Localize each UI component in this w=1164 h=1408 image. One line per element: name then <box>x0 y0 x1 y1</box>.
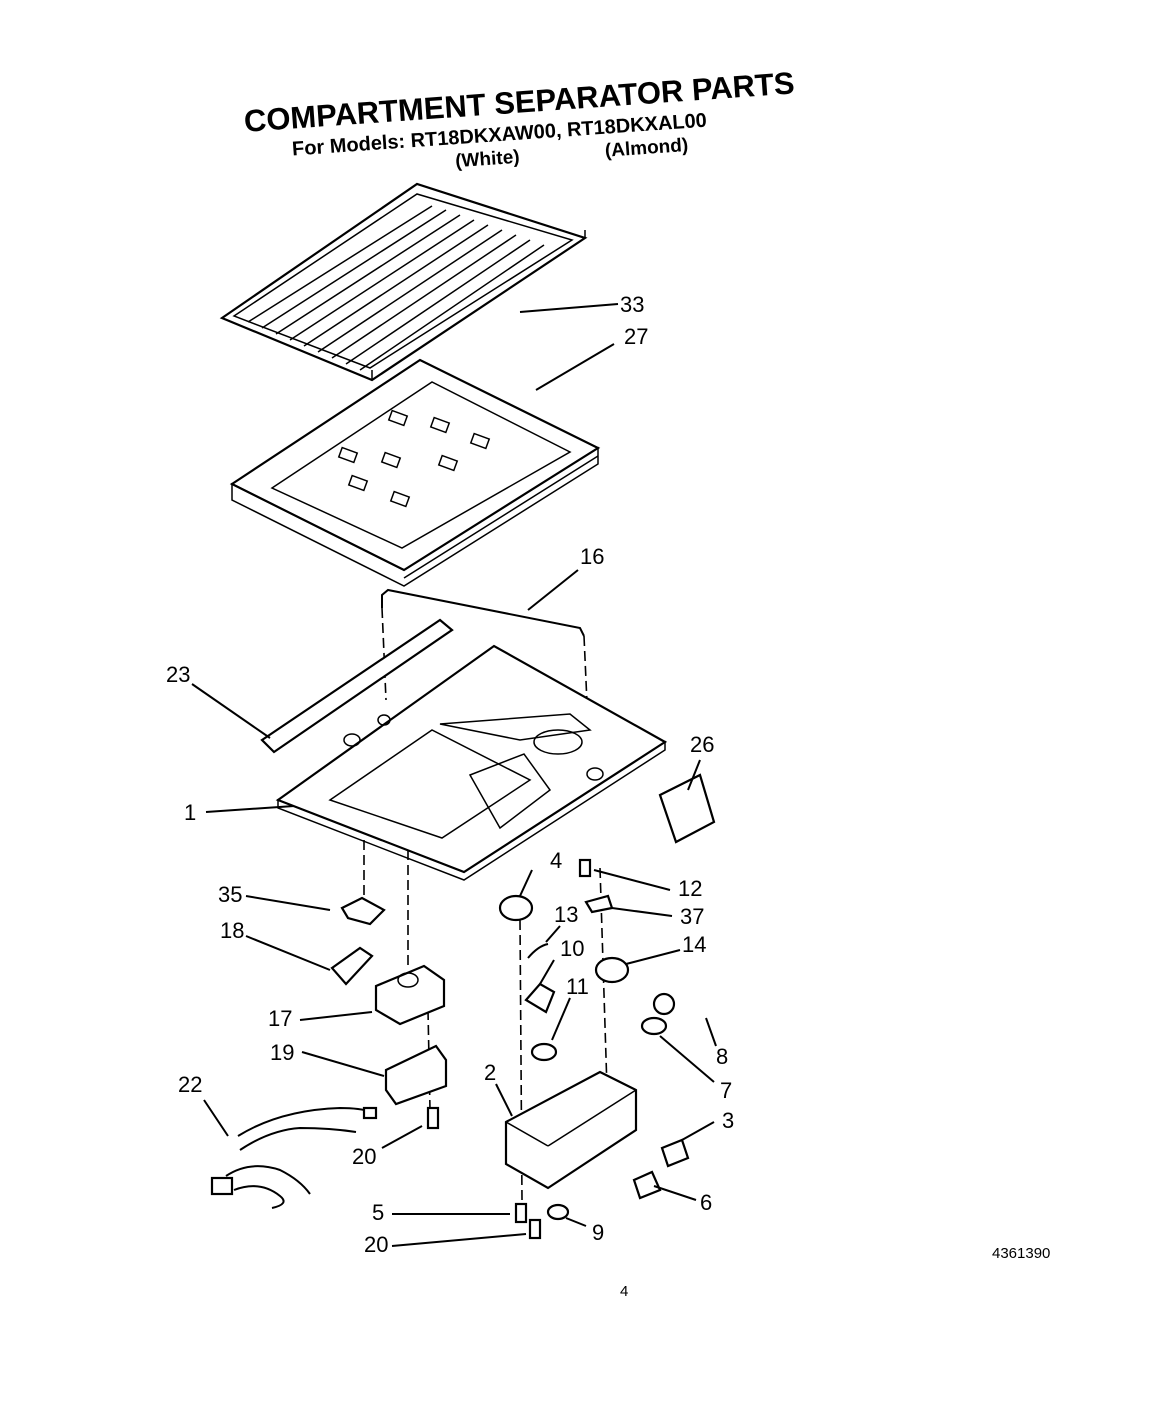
part-20-screw <box>426 1106 440 1130</box>
part-12 <box>578 858 592 878</box>
callout-20b: 20 <box>364 1232 388 1257</box>
callout-3: 3 <box>722 1108 734 1133</box>
callout-8: 8 <box>716 1044 728 1069</box>
page-number: 4 <box>620 1283 628 1300</box>
callout-23: 23 <box>166 662 190 687</box>
part-19 <box>384 1044 448 1106</box>
part-separator-panel <box>275 644 668 881</box>
part-17-housing <box>374 964 446 1026</box>
callout-37: 37 <box>680 904 704 929</box>
part-frame <box>229 358 601 587</box>
part-5-screw <box>514 1202 528 1224</box>
part-6 <box>632 1170 662 1200</box>
callout-17: 17 <box>268 1006 292 1031</box>
part-18 <box>330 946 374 986</box>
part-20b-screw <box>528 1218 542 1240</box>
callout-1: 1 <box>184 800 196 825</box>
leader-lines <box>191 303 717 1247</box>
callout-19: 19 <box>270 1040 294 1065</box>
callout-26: 26 <box>690 732 714 757</box>
callout-labels: 33 27 16 23 26 1 4 12 35 13 37 18 10 14 … <box>166 292 734 1257</box>
part-14 <box>594 956 630 984</box>
callout-12: 12 <box>678 876 702 901</box>
callout-6: 6 <box>700 1190 712 1215</box>
part-8 <box>652 992 676 1016</box>
callout-9: 9 <box>592 1220 604 1245</box>
part-grille-cover <box>219 182 588 382</box>
part-bracket-26 <box>658 773 716 844</box>
part-strip <box>260 618 454 754</box>
callout-2: 2 <box>484 1060 496 1085</box>
part-2-bracket <box>504 1070 638 1190</box>
part-37 <box>584 894 614 914</box>
part-7 <box>640 1016 668 1036</box>
callout-10: 10 <box>560 936 584 961</box>
part-4 <box>498 894 534 922</box>
callout-7: 7 <box>720 1078 732 1103</box>
callout-4: 4 <box>550 848 562 873</box>
callout-14: 14 <box>682 932 706 957</box>
callout-33: 33 <box>620 292 644 317</box>
diagram-number: 4361390 <box>992 1245 1050 1262</box>
callout-13: 13 <box>554 902 578 927</box>
part-13 <box>527 943 549 959</box>
callout-22: 22 <box>178 1072 202 1097</box>
part-11 <box>530 1042 558 1062</box>
part-10 <box>524 982 556 1014</box>
callout-5: 5 <box>372 1200 384 1225</box>
part-9 <box>546 1203 570 1221</box>
part-3 <box>660 1138 690 1168</box>
callout-11: 11 <box>566 974 589 999</box>
part-35 <box>340 896 386 926</box>
callout-16: 16 <box>580 544 604 569</box>
part-wire-rod <box>381 588 585 637</box>
callout-27: 27 <box>624 324 648 349</box>
part-22-wire-harness <box>210 1106 378 1209</box>
callout-18: 18 <box>220 918 244 943</box>
callout-20: 20 <box>352 1144 376 1169</box>
callout-35: 35 <box>218 882 242 907</box>
